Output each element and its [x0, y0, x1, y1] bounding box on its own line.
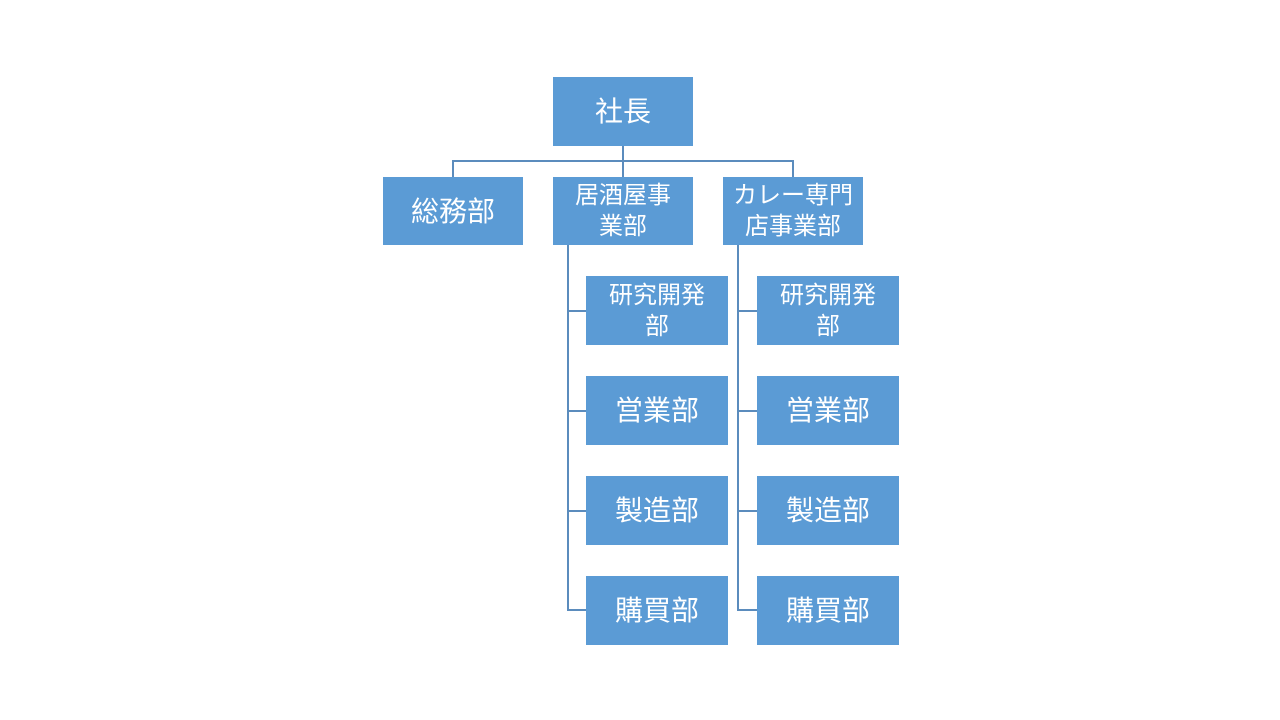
org-node-label-line2: 部 — [645, 312, 669, 340]
connector-izakaya-stub-3 — [567, 510, 586, 512]
org-node-label: 購買部 — [785, 595, 870, 626]
org-node-president[interactable]: 社長 — [553, 77, 693, 146]
org-node-label: 社長 — [594, 96, 651, 127]
connector-izakaya-stub-1 — [567, 310, 586, 312]
org-node-izakaya-rnd[interactable]: 研究開発 部 — [586, 276, 728, 345]
org-node-label: カレー専門 — [733, 182, 853, 209]
connector-izakaya-spine — [567, 245, 569, 611]
org-node-label: 製造部 — [785, 495, 870, 526]
org-node-izakaya-manufacturing[interactable]: 製造部 — [586, 476, 728, 545]
org-node-label-line2: 店事業部 — [745, 213, 841, 240]
connector-president-stem — [622, 146, 624, 161]
org-node-label: 購買部 — [614, 595, 699, 626]
org-node-curry-rnd[interactable]: 研究開発 部 — [757, 276, 899, 345]
org-node-curry-division[interactable]: カレー専門 店事業部 — [723, 177, 863, 245]
connector-curry-stub-2 — [737, 410, 757, 412]
org-node-izakaya-sales[interactable]: 営業部 — [586, 376, 728, 445]
org-node-label: 研究開発 — [609, 281, 705, 309]
org-node-izakaya-division[interactable]: 居酒屋事 業部 — [553, 177, 693, 245]
connector-drop-curry — [792, 160, 794, 177]
org-node-curry-sales[interactable]: 営業部 — [757, 376, 899, 445]
org-node-label: 営業部 — [785, 395, 870, 426]
connector-izakaya-stub-4 — [567, 609, 586, 611]
connector-drop-izakaya — [622, 160, 624, 177]
org-node-label-line2: 業部 — [599, 213, 647, 240]
org-node-curry-purchasing[interactable]: 購買部 — [757, 576, 899, 645]
org-node-label: 総務部 — [410, 195, 495, 227]
org-node-izakaya-purchasing[interactable]: 購買部 — [586, 576, 728, 645]
org-node-curry-manufacturing[interactable]: 製造部 — [757, 476, 899, 545]
org-node-general-affairs[interactable]: 総務部 — [383, 177, 523, 245]
connector-izakaya-stub-2 — [567, 410, 586, 412]
connector-curry-spine — [737, 245, 739, 611]
org-node-label: 製造部 — [614, 495, 699, 526]
connector-curry-stub-1 — [737, 310, 757, 312]
connector-curry-stub-4 — [737, 609, 757, 611]
connector-curry-stub-3 — [737, 510, 757, 512]
org-node-label: 営業部 — [614, 395, 699, 426]
connector-drop-general-affairs — [452, 160, 454, 177]
org-node-label: 居酒屋事 — [575, 182, 671, 209]
org-node-label-line2: 部 — [816, 312, 840, 340]
org-node-label: 研究開発 — [780, 281, 876, 309]
